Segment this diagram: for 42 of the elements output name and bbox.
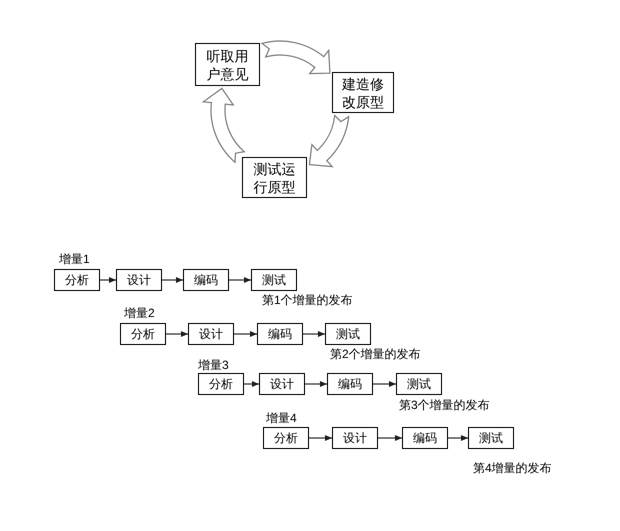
process-box: 设计 <box>116 269 162 291</box>
curved-arrow <box>308 114 350 168</box>
process-box: 编码 <box>327 373 373 395</box>
arrow <box>378 435 402 441</box>
arrow <box>229 277 251 283</box>
release-caption: 第3个增量的发布 <box>399 398 490 412</box>
arrow <box>244 381 259 387</box>
arrow <box>303 331 325 337</box>
process-box: 听取用户意见 <box>195 43 260 86</box>
process-box: 建造修改原型 <box>332 72 394 113</box>
arrow <box>162 277 183 283</box>
process-box: 分析 <box>120 323 166 345</box>
release-caption: 第1个增量的发布 <box>262 293 353 307</box>
release-caption: 第2个增量的发布 <box>330 347 421 361</box>
curved-arrow <box>261 40 330 74</box>
row-label: 增量2 <box>124 306 155 320</box>
curved-arrow <box>202 88 245 163</box>
arrow <box>234 331 257 337</box>
process-box: 分析 <box>54 269 100 291</box>
process-box: 测试运行原型 <box>242 157 307 198</box>
process-box: 测试 <box>325 323 371 345</box>
process-box: 设计 <box>188 323 234 345</box>
process-box: 编码 <box>257 323 303 345</box>
arrow <box>448 435 468 441</box>
arrow <box>100 277 116 283</box>
process-box: 编码 <box>183 269 229 291</box>
process-box: 测试 <box>396 373 442 395</box>
process-box: 设计 <box>259 373 305 395</box>
arrow <box>166 331 188 337</box>
row-label: 增量3 <box>198 358 229 372</box>
process-box: 分析 <box>263 427 309 449</box>
arrow <box>373 381 396 387</box>
row-label: 增量1 <box>59 252 90 266</box>
arrow <box>309 435 332 441</box>
process-box: 分析 <box>198 373 244 395</box>
release-caption: 第4增量的发布 <box>473 461 552 475</box>
process-box: 设计 <box>332 427 378 449</box>
process-box: 测试 <box>251 269 297 291</box>
process-box: 编码 <box>402 427 448 449</box>
process-box: 测试 <box>468 427 514 449</box>
row-label: 增量4 <box>266 411 297 425</box>
arrow <box>305 381 327 387</box>
